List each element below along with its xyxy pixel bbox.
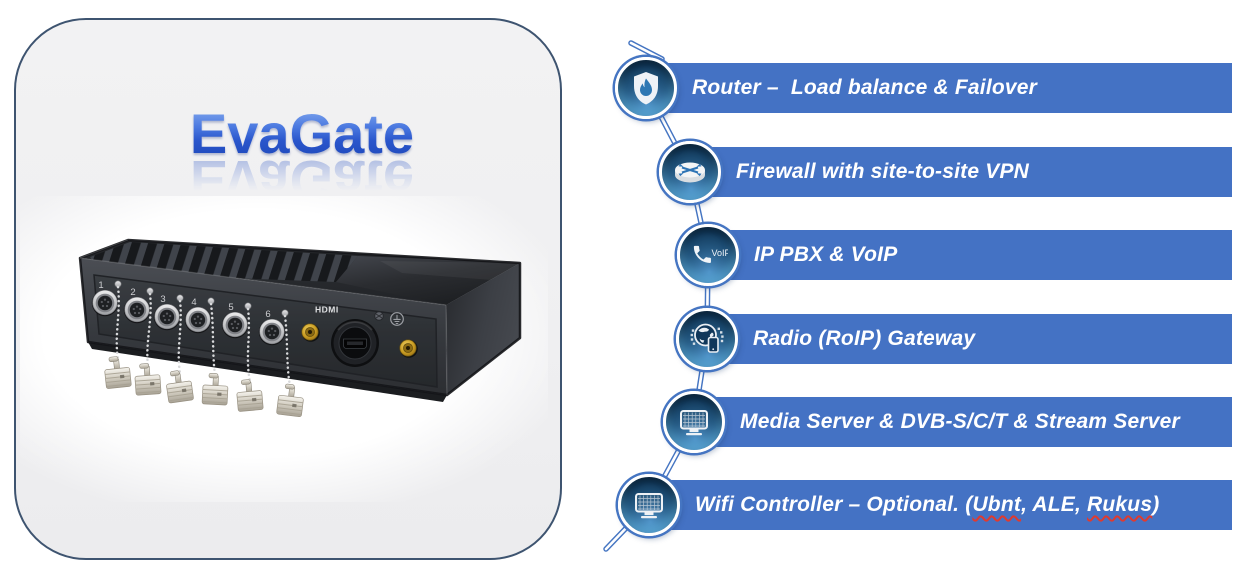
feature-label: IP PBX & VoIP <box>754 243 898 266</box>
router-disc-icon <box>675 162 705 183</box>
feature-label: Router – Load balance & Failover <box>692 76 1038 99</box>
sma-antenna-connector-right <box>399 339 418 358</box>
feature-bar-media-server: Media Server & DVB-S/C/T & Stream Server <box>694 397 1232 447</box>
shield-flame-icon <box>634 72 658 105</box>
feature-badge-firewall <box>659 141 721 203</box>
product-card: EvaGate EvaGate <box>14 18 562 560</box>
port-label: 1 <box>98 280 103 291</box>
feature-badge-pbx: VoIP <box>677 224 739 286</box>
port-label: 4 <box>191 297 196 308</box>
feature-badge-media-server <box>663 391 725 453</box>
feature-label: Radio (RoIP) Gateway <box>753 327 976 350</box>
brand-logo-block: EvaGate EvaGate <box>30 102 574 213</box>
voip-phone-icon: VoIP <box>693 245 729 263</box>
globe-roip-icon <box>690 323 724 353</box>
m12-connector-2: 2 <box>123 287 154 324</box>
port-label: 5 <box>228 302 233 313</box>
hdmi-label: HDMI <box>315 305 339 315</box>
feature-badge-wifi-controller <box>618 474 680 536</box>
connector-chains <box>115 285 292 388</box>
ground-symbol <box>390 312 404 326</box>
hdmi-port <box>331 319 379 367</box>
feature-badge-roip <box>676 308 738 370</box>
sma-antenna-connector-left <box>301 323 320 342</box>
port-label: 3 <box>160 294 165 305</box>
m12-connector-4: 4 <box>184 297 215 334</box>
feature-bar-pbx: IP PBX & VoIP <box>708 230 1232 280</box>
feature-bar-router: Router – Load balance & Failover <box>646 63 1232 113</box>
feature-label: Firewall with site-to-site VPN <box>736 160 1030 183</box>
brand-logo: EvaGate <box>189 102 415 165</box>
port-label: 6 <box>265 309 270 320</box>
screw <box>374 311 384 321</box>
feature-bar-wifi-controller: Wifi Controller – Optional. (Ubnt, ALE, … <box>649 480 1232 530</box>
m12-connectors: 1 2 3 4 <box>91 280 289 346</box>
feature-bar-roip: Radio (RoIP) Gateway <box>707 314 1232 364</box>
brand-logo-reflection: EvaGate <box>30 149 574 212</box>
voip-icon-text: VoIP <box>712 248 729 258</box>
m12-connector-6: 6 <box>258 309 289 346</box>
port-label: 2 <box>130 287 135 298</box>
feature-label: Wifi Controller – Optional. (Ubnt, ALE, … <box>695 493 1160 516</box>
feature-badge-router <box>615 57 677 119</box>
feature-label: Media Server & DVB-S/C/T & Stream Server <box>740 410 1180 433</box>
monitor-icon <box>680 410 708 436</box>
feature-bar-firewall: Firewall with site-to-site VPN <box>690 147 1232 197</box>
m12-connector-1: 1 <box>91 280 122 317</box>
device-photo: 1 2 3 4 <box>78 238 522 418</box>
m12-connector-5: 5 <box>221 302 252 339</box>
monitor-icon <box>635 493 663 519</box>
m12-connector-3: 3 <box>153 294 184 331</box>
